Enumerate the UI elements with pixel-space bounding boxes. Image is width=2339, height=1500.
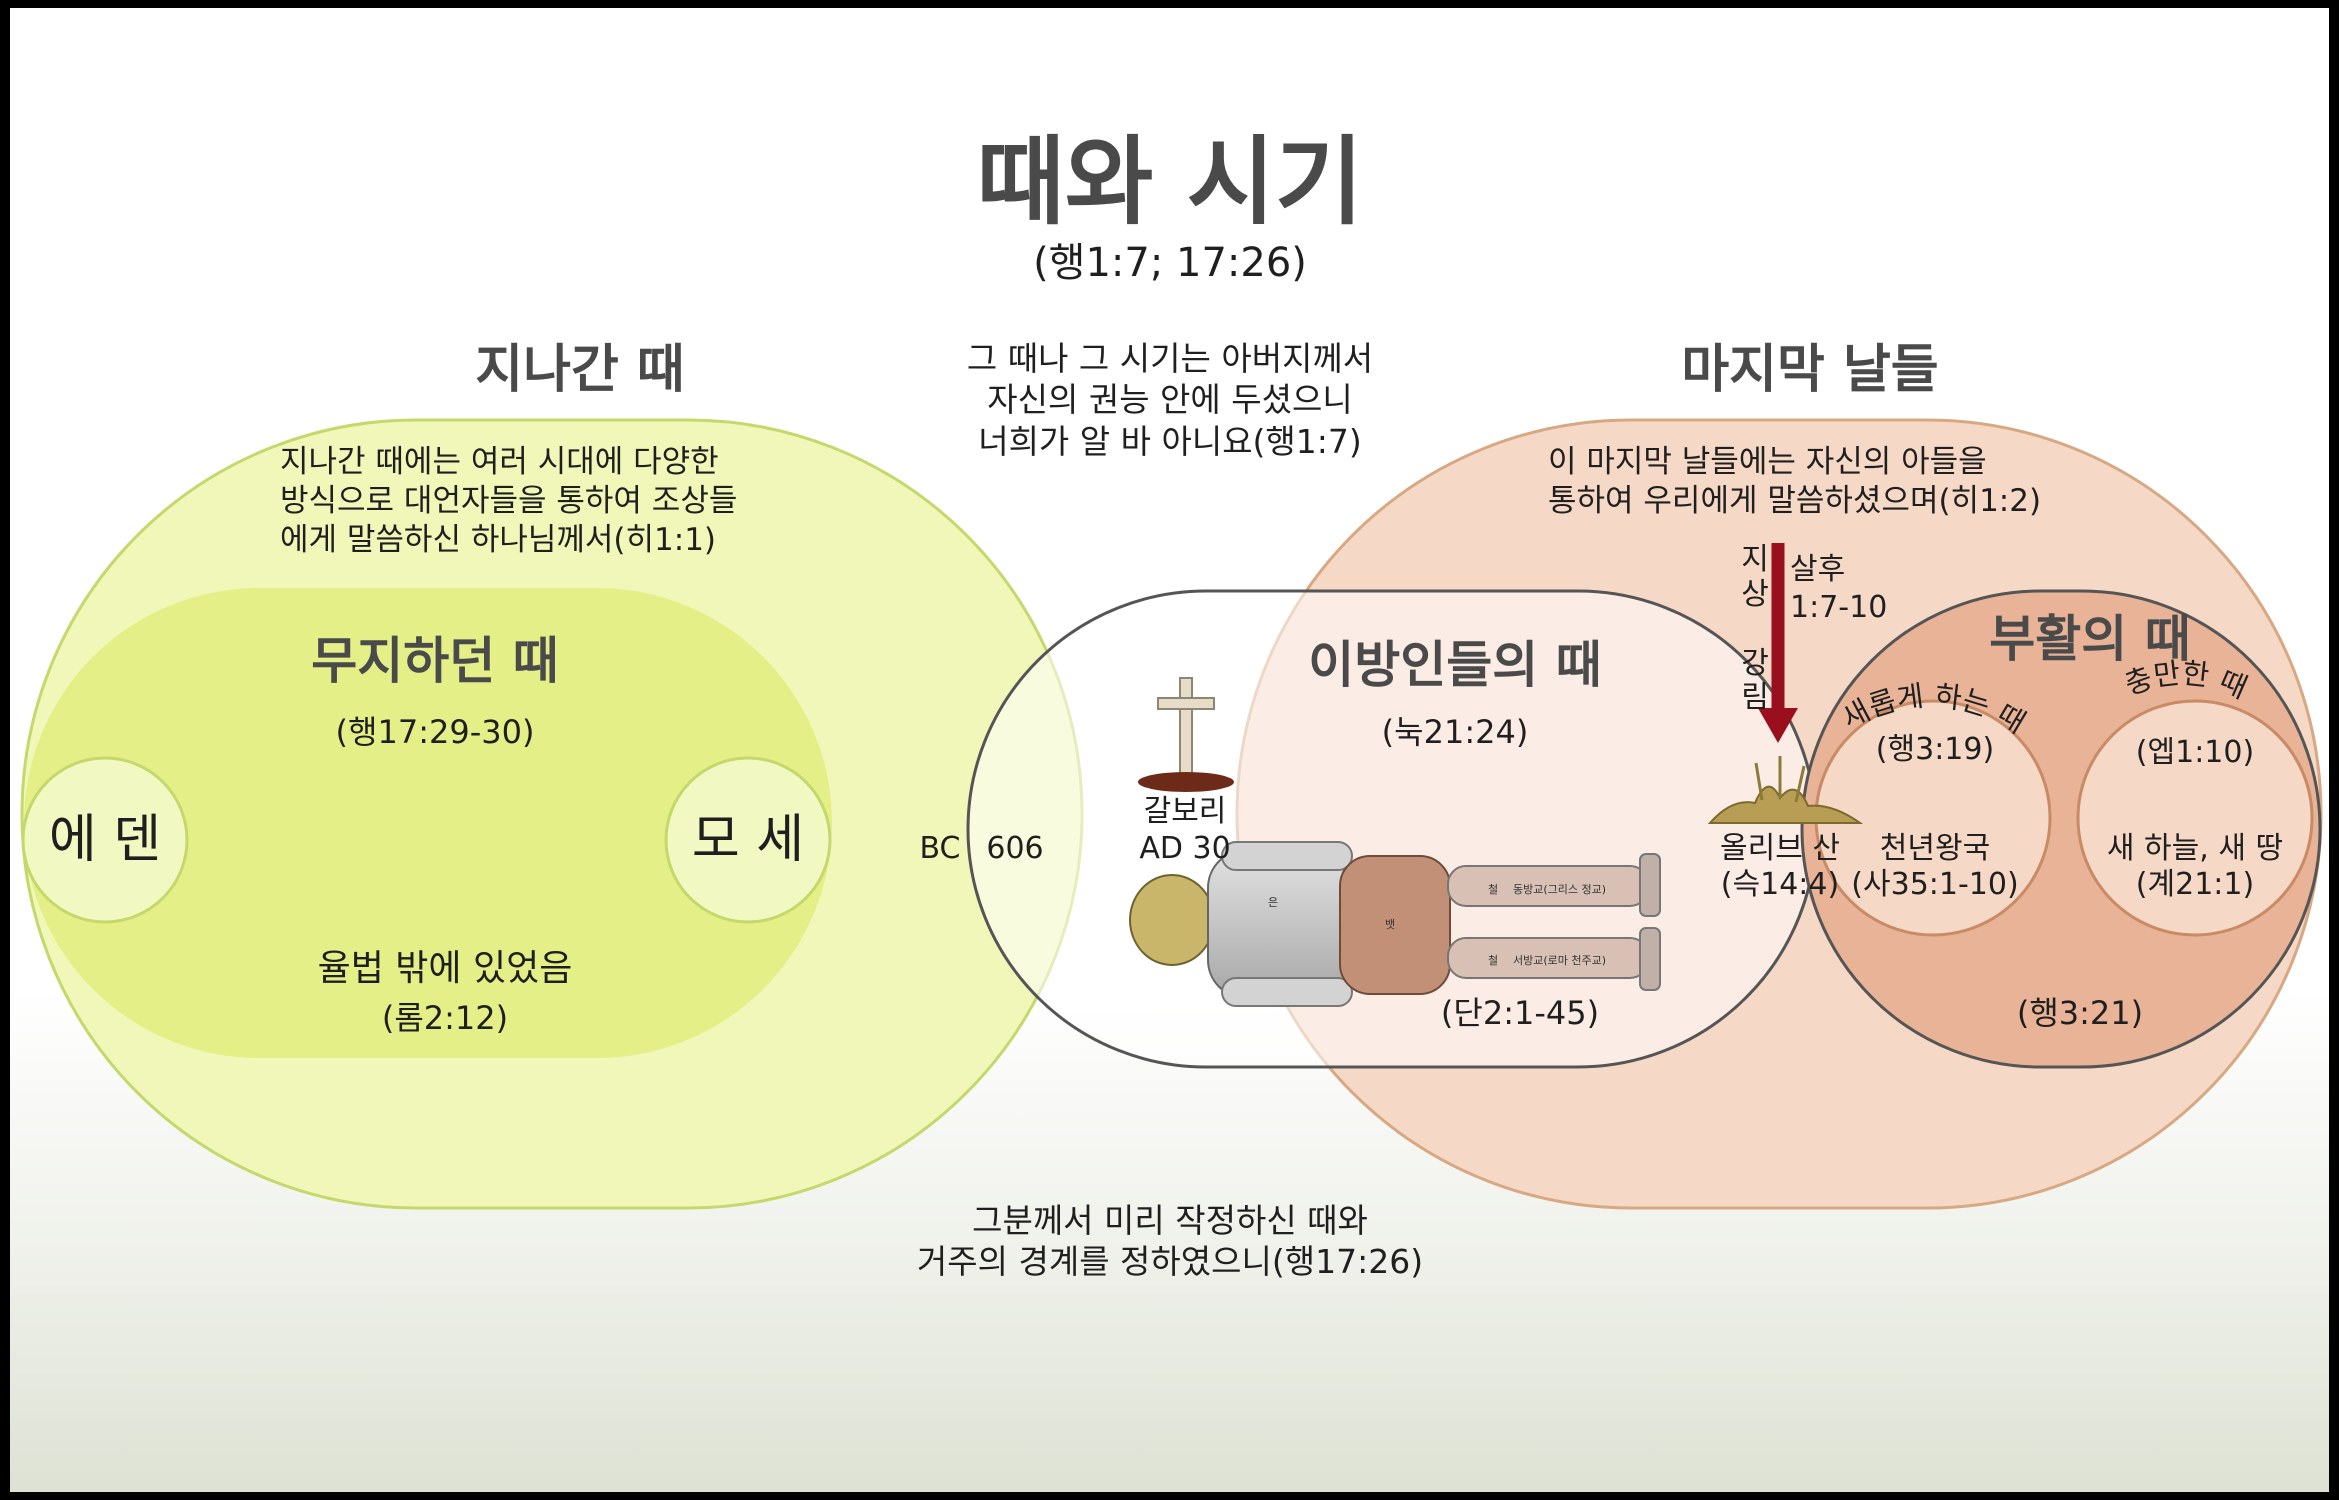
restitution-reference: (행3:21) [2016, 994, 2144, 1032]
millennium-reference: (사35:1-10) [1851, 867, 2019, 902]
statue-label: 철 [1488, 883, 1498, 896]
moses-circle [664, 756, 832, 924]
calvary-year: AD 30 [1139, 831, 1231, 866]
bc-year: 606 [986, 831, 1044, 866]
new-earth-circle [2076, 699, 2314, 937]
timeline-diagram: 새롭게 하는 때 충만한 때 [20, 418, 2323, 1210]
thessalonians-reference: 살후 1:7-10 [1790, 552, 1888, 625]
new-earth-reference: (계21:1) [2135, 867, 2255, 902]
gentiles-heading: 이방인들의 때 [1308, 636, 1602, 694]
daniel-reference: (단2:1-45) [1440, 994, 1600, 1032]
top-quote: 그 때나 그 시기는 아버지께서 자신의 권능 안에 두셨으니 너희가 알 바 … [966, 339, 1374, 461]
ignorance-reference: (행17:29-30) [335, 713, 535, 751]
last-days-text: 이 마지막 날들에는 자신의 아들을 통하여 우리에게 말씀하셨으며(히1:2) [1548, 444, 2042, 519]
restoration-reference: (행3:19) [1875, 732, 1995, 767]
fullness-reference: (엡1:10) [2135, 735, 2255, 770]
bc-label: BC [919, 831, 961, 866]
bottom-quote: 그분께서 미리 작정하신 때와 거주의 경계를 정하였으니(행17:26) [916, 1201, 1424, 1282]
gentiles-reference: (눅21:24) [1381, 713, 1529, 751]
eden-circle [21, 756, 189, 924]
daniel-statue-icon: 철 동방교(그리스 정교) 철 서방교(로마 천주교) 뱃 은 [1129, 841, 1661, 1007]
diagram-canvas: 새롭게 하는 때 충만한 때 [10, 8, 2329, 1492]
cross-icon [1138, 677, 1234, 792]
moses-label: 모 세 [691, 810, 805, 870]
statue-label: 뱃 [1385, 918, 1395, 931]
statue-label: 서방교(로마 천주교) [1513, 953, 1606, 967]
olive-mount-label: 올리브 산 [1720, 831, 1840, 866]
past-times-text: 지나간 때에는 여러 시대에 다양한 방식으로 대언자들을 통하여 조상들 에게… [280, 444, 738, 558]
descent-arrow [1758, 543, 1798, 743]
millennium-label: 천년왕국 [1879, 831, 1991, 866]
ignorance-times-region [24, 588, 832, 1058]
eden-label: 에 덴 [48, 810, 162, 870]
olive-mount-reference: (슥14:4) [1720, 867, 1840, 902]
mount-of-olives-icon [1707, 756, 1864, 824]
calvary-label: 갈보리 [1143, 794, 1227, 829]
law-reference: (롬2:12) [381, 999, 509, 1037]
descent-label: 지 상 강 림 [1741, 542, 1769, 715]
statue-label: 은 [1268, 896, 1278, 909]
resurrection-heading: 부활의 때 [1989, 610, 2191, 668]
law-text: 율법 밖에 있었음 [317, 948, 573, 989]
statue-label: 동방교(그리스 정교) [1513, 883, 1606, 896]
statue-label: 철 [1488, 954, 1498, 967]
ignorance-heading: 무지하던 때 [311, 632, 559, 690]
last-days-heading: 마지막 날들 [1681, 340, 1939, 400]
past-times-heading: 지나간 때 [475, 340, 685, 400]
new-earth-label: 새 하늘, 새 땅 [2106, 831, 2284, 866]
title-reference: (행1:7; 17:26) [1033, 240, 1307, 286]
page-title: 때와 시기 [976, 126, 1364, 238]
